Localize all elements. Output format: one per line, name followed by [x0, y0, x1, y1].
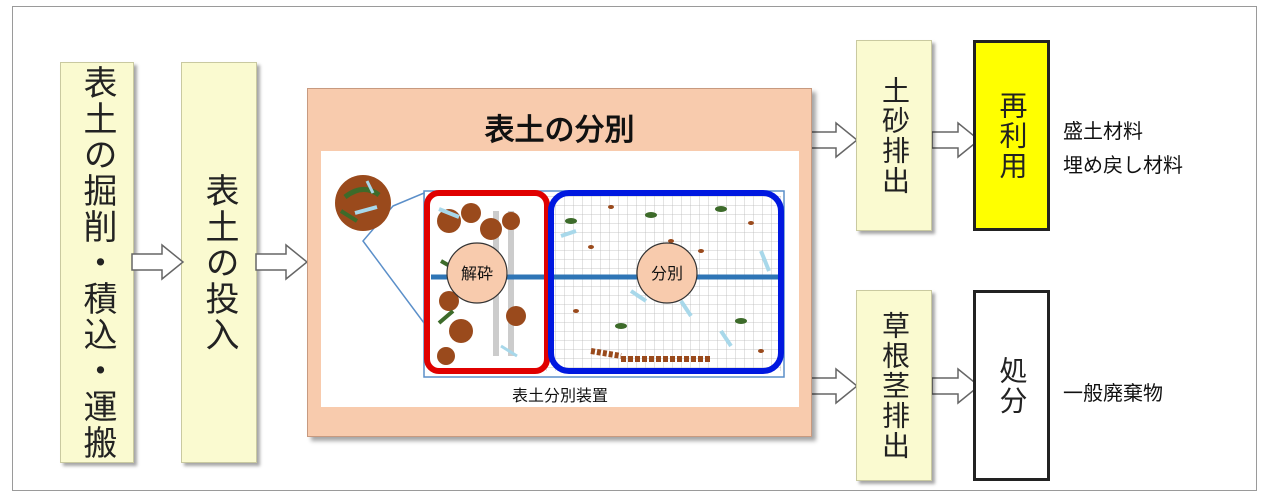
sort-particles: [560, 205, 771, 362]
soil-discharge-label: 土砂排出: [878, 75, 911, 196]
diagram-frame: [12, 6, 1257, 491]
separation-device-area: 解砕 分別 表土分別装置: [321, 151, 799, 407]
arrow-to-roots-discharge: [809, 367, 859, 405]
sort-rotor: [636, 242, 698, 304]
device-caption: 表土分別装置: [511, 386, 608, 405]
step-excavation-label: 表土の掘削・積込・運搬: [77, 64, 117, 461]
step-excavation-box: 表土の掘削・積込・運搬: [60, 62, 134, 463]
arrow-excavation-to-input: [131, 243, 185, 281]
reuse-uses: 盛土材料 埋め戻し材料: [1063, 114, 1183, 182]
crush-rotor: [446, 242, 508, 304]
disposal-box: 処分: [973, 290, 1050, 481]
disposal-label: 処分: [995, 355, 1029, 416]
reuse-use-item: 埋め戻し材料: [1063, 153, 1183, 177]
soil-discharge-box: 土砂排出: [856, 40, 932, 231]
separation-device-illustration: 解砕 分別: [335, 175, 785, 378]
reuse-box: 再利用: [973, 40, 1050, 231]
arrow-to-soil-discharge: [809, 121, 859, 159]
roots-discharge-label: 草根茎排出: [878, 310, 911, 461]
disposal-type: 一般廃棄物: [1063, 381, 1163, 405]
soil-clump: [335, 175, 391, 231]
step-input-label: 表土の投入: [199, 172, 239, 353]
separation-panel: 表土の分別: [307, 88, 812, 437]
crush-frame: [424, 190, 550, 374]
reuse-use-item: 盛土材料: [1063, 119, 1143, 143]
step-input-box: 表土の投入: [181, 62, 257, 463]
separation-title: 表土の分別: [484, 113, 635, 148]
sort-label: 分別: [651, 264, 683, 283]
crush-particles: [437, 203, 526, 365]
crush-label: 解砕: [461, 264, 493, 283]
sort-frame: [548, 190, 784, 374]
arrow-input-to-separation: [255, 243, 309, 281]
roots-discharge-box: 草根茎排出: [856, 290, 932, 481]
reuse-label: 再利用: [995, 90, 1029, 181]
arrow-roots-to-disposal: [931, 367, 981, 405]
arrow-soil-to-reuse: [931, 121, 981, 159]
